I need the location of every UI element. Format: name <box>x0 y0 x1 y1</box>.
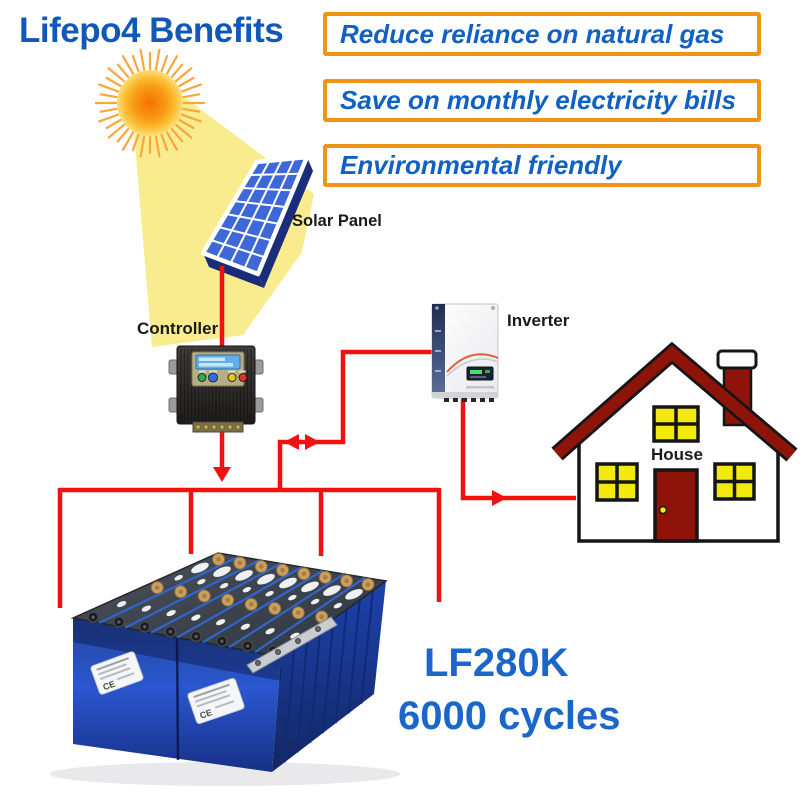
controller-button-red <box>238 373 248 382</box>
battery-model-text: LF280K <box>424 641 569 685</box>
inverter-label: Inverter <box>507 311 570 330</box>
bidirectional-arrow-right-icon <box>305 434 320 450</box>
battery-cycles-text: 6000 cycles <box>398 694 621 738</box>
controller-lcd <box>195 354 241 370</box>
controller-button-blue <box>208 372 218 383</box>
solar-panel-graphic <box>200 154 313 288</box>
benefit-box-3: Environmental friendly <box>323 144 761 187</box>
door <box>653 468 699 543</box>
page-title: Lifepo4 Benefits <box>19 11 284 50</box>
wiring <box>57 266 576 608</box>
battery-label-2: CE <box>187 678 245 724</box>
bidirectional-arrow-left-icon <box>284 434 299 450</box>
door-knob <box>658 505 668 515</box>
solar-panel-label: Solar Panel <box>292 212 382 230</box>
battery-label-1: CE <box>90 651 144 695</box>
battery-pack-graphic <box>70 552 388 772</box>
benefit-box-2: Save on monthly electricity bills <box>323 79 761 122</box>
wire-inverter-to-house <box>460 397 576 501</box>
arrow-right-icon <box>492 490 507 506</box>
chimney-cap <box>716 349 758 370</box>
benefit-text-2: Save on monthly electricity bills <box>340 85 736 115</box>
house-label: House <box>651 445 703 464</box>
controller-label: Controller <box>137 319 219 338</box>
controller-button-green <box>197 373 207 382</box>
svg-text:CE: CE <box>198 707 213 721</box>
controller-device <box>168 345 264 433</box>
controller-button-yellow <box>227 373 237 382</box>
benefit-text-1: Reduce reliance on natural gas <box>340 18 725 49</box>
benefit-box-1: Reduce reliance on natural gas <box>323 12 761 56</box>
house-graphic <box>551 341 798 543</box>
svg-text:CE: CE <box>101 679 116 693</box>
inverter-device <box>431 303 499 402</box>
sun-icon <box>94 48 206 158</box>
battery-shadow <box>50 762 400 786</box>
roof <box>553 345 796 460</box>
benefit-text-3: Environmental friendly <box>340 150 622 180</box>
wire-battery-to-inverter <box>277 349 432 490</box>
arrow-down-icon <box>213 467 231 482</box>
